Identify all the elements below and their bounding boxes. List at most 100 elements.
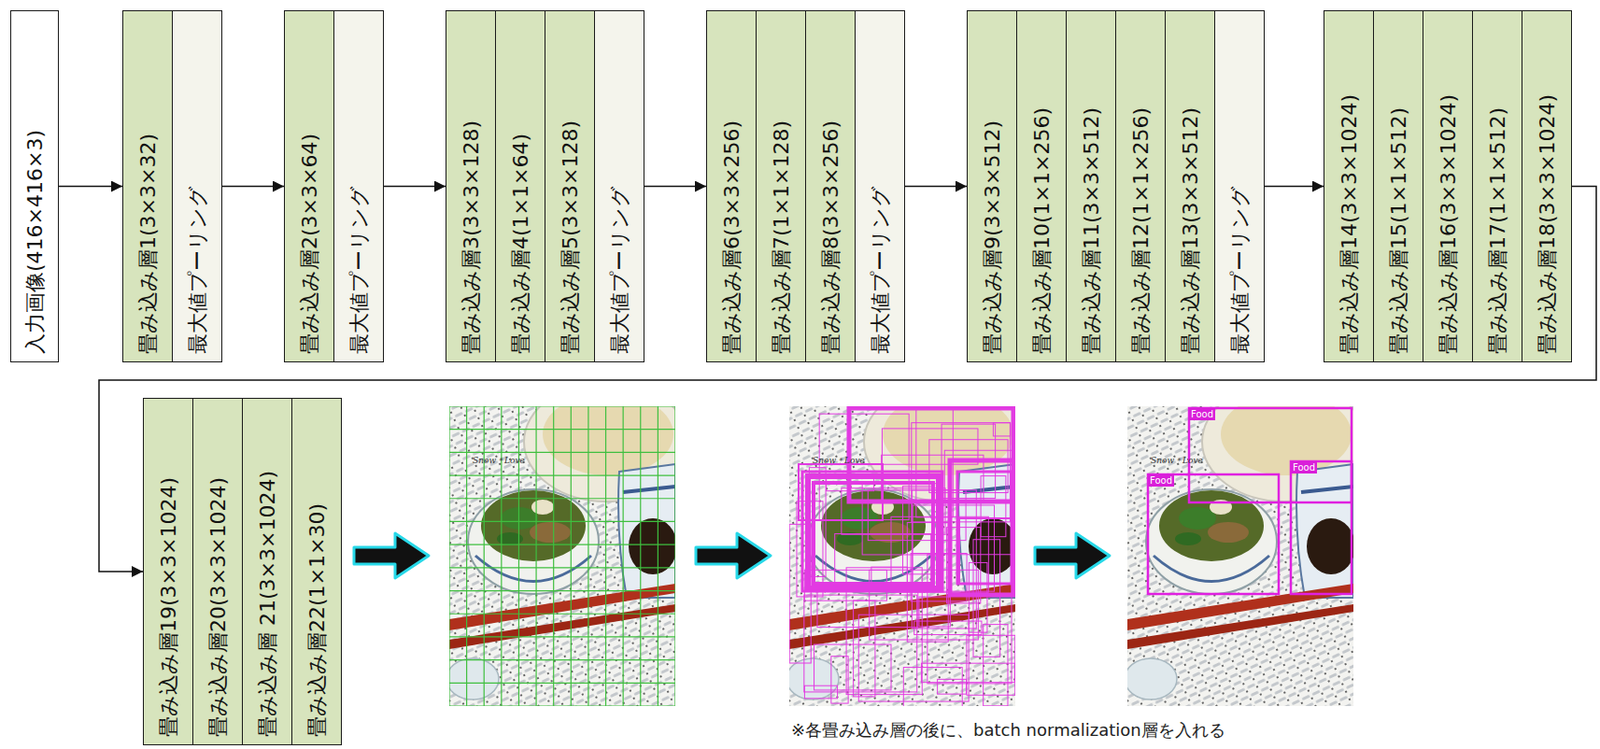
conv-layer: 畳み込み層7(1×1×128)	[755, 10, 807, 363]
candidate-box	[862, 483, 940, 555]
grid-line	[518, 406, 520, 707]
conv-layer: 畳み込み層3(3×3×128)	[445, 10, 496, 363]
candidate-box	[919, 596, 950, 627]
conv-layer: 畳み込み層22(1×1×30)	[291, 397, 342, 746]
candidate-box	[973, 539, 1001, 658]
grid-line	[552, 406, 554, 707]
layer-label: 畳み込み層14(3×3×1024)	[1337, 94, 1362, 354]
flow-connector	[1264, 185, 1324, 188]
layer-label: 畳み込み層7(1×1×128)	[769, 120, 794, 354]
layer-label: 畳み込み層19(3×3×1024)	[156, 477, 182, 737]
layer-label: 最大値プーリング	[608, 185, 633, 354]
candidate-box	[949, 460, 1014, 595]
grid-line	[623, 406, 624, 707]
layer-label: 畳み込み層 21(3×3×1024)	[255, 470, 281, 737]
conv-layer: 畳み込み層20(3×3×1024)	[192, 397, 243, 746]
conv-layer: 畳み込み層4(1×1×64)	[495, 10, 546, 363]
candidate-box	[804, 594, 918, 693]
layer-label: 畳み込み層20(3×3×1024)	[206, 477, 231, 737]
candidate-box	[903, 667, 963, 713]
layer-label: 入力画像(416×416×3)	[23, 129, 48, 354]
conv-layer: 畳み込み層15(1×1×512)	[1373, 10, 1424, 363]
layer-label: 畳み込み層12(1×1×256)	[1129, 107, 1154, 354]
layer-label: 最大値プーリング	[347, 185, 372, 354]
layer-label: 畳み込み層18(3×3×1024)	[1535, 94, 1560, 354]
candidate-box	[819, 413, 909, 520]
flow-connector	[644, 185, 707, 188]
candidate-box	[817, 591, 919, 627]
candidate-box	[807, 476, 939, 589]
conv-layer: 畳み込み層13(3×3×512)	[1164, 10, 1216, 363]
layer-label: 最大値プーリング	[868, 185, 893, 354]
conv-layer: 畳み込み層17(1×1×512)	[1472, 10, 1523, 363]
pooling-layer: 最大値プーリング	[594, 10, 645, 363]
grid-line	[587, 406, 589, 707]
grid-line	[449, 613, 676, 615]
food-photo	[446, 382, 689, 707]
candidate-box	[957, 471, 1012, 584]
class-label: Food	[1290, 461, 1317, 474]
candidate-image	[786, 382, 1029, 712]
layer-label: 畳み込み層8(3×3×256)	[819, 120, 844, 354]
grid-line	[449, 659, 676, 661]
candidate-box	[802, 471, 943, 592]
grid-line	[605, 406, 607, 707]
result-image	[1124, 382, 1367, 707]
layer-label: 畳み込み層16(3×3×1024)	[1436, 94, 1461, 354]
grid-line	[449, 428, 676, 430]
watermark-text: Snow＊Love	[812, 454, 865, 468]
grid-line	[449, 474, 676, 476]
grid-line	[674, 406, 676, 707]
conv-layer: 畳み込み層8(3×3×256)	[805, 10, 856, 363]
grid-line	[448, 406, 450, 707]
conv-layer: 畳み込み層1(3×3×32)	[122, 10, 173, 363]
conv-layer: 畳み込み層14(3×3×1024)	[1323, 10, 1374, 363]
conv-layer: 畳み込み層19(3×3×1024)	[142, 397, 194, 746]
candidate-box	[831, 656, 849, 704]
flow-connector	[905, 185, 967, 188]
layer-label: 畳み込み層1(3×3×32)	[136, 133, 161, 354]
flow-arrow	[353, 533, 429, 579]
watermark-text: Snow＊Love	[1150, 454, 1204, 468]
conv-layer: 畳み込み層 21(3×3×1024)	[241, 397, 293, 746]
grid-line	[449, 497, 676, 499]
input-box: 入力画像(416×416×3)	[10, 10, 59, 363]
conv-layer: 畳み込み層5(3×3×128)	[544, 10, 595, 363]
grid-line	[570, 406, 572, 707]
grid-line	[449, 590, 676, 592]
layer-label: 畳み込み層11(3×3×512)	[1079, 107, 1105, 354]
layer-label: 畳み込み層10(1×1×256)	[1030, 107, 1055, 354]
layer-label: 畳み込み層6(3×3×256)	[720, 120, 745, 354]
candidate-boxes	[789, 406, 1016, 712]
grid-line	[449, 682, 676, 684]
grid-line	[639, 406, 641, 707]
layer-label: 畳み込み層17(1×1×512)	[1486, 107, 1511, 354]
grid-line	[466, 406, 468, 707]
candidate-box	[992, 423, 1010, 437]
detection-box	[1189, 408, 1352, 503]
detection-box	[1147, 474, 1279, 595]
candidate-box	[920, 663, 1015, 682]
grid-line	[500, 406, 502, 707]
conv-layer: 畳み込み層18(3×3×1024)	[1521, 10, 1572, 363]
layer-label: 畳み込み層22(1×1×30)	[305, 503, 330, 737]
food-photo	[1124, 382, 1367, 707]
conv-layer: 畳み込み層2(3×3×64)	[283, 10, 335, 363]
pooling-layer: 最大値プーリング	[854, 10, 906, 363]
flow-connector	[222, 185, 284, 188]
candidate-box	[849, 408, 1014, 502]
flow-arrow	[1034, 533, 1110, 579]
candidate-box	[814, 644, 892, 691]
conv-layer: 畳み込み層10(1×1×256)	[1016, 10, 1067, 363]
candidate-box	[853, 600, 876, 697]
flow-arrow	[695, 533, 771, 579]
class-label: Food	[1189, 408, 1216, 421]
layer-label: 畳み込み層9(3×3×512)	[980, 120, 1006, 354]
layer-label: 畳み込み層15(1×1×512)	[1387, 107, 1412, 354]
grid-line	[535, 406, 537, 707]
grid-line	[449, 521, 676, 523]
candidate-box	[959, 518, 1012, 584]
grid-line	[449, 405, 676, 407]
